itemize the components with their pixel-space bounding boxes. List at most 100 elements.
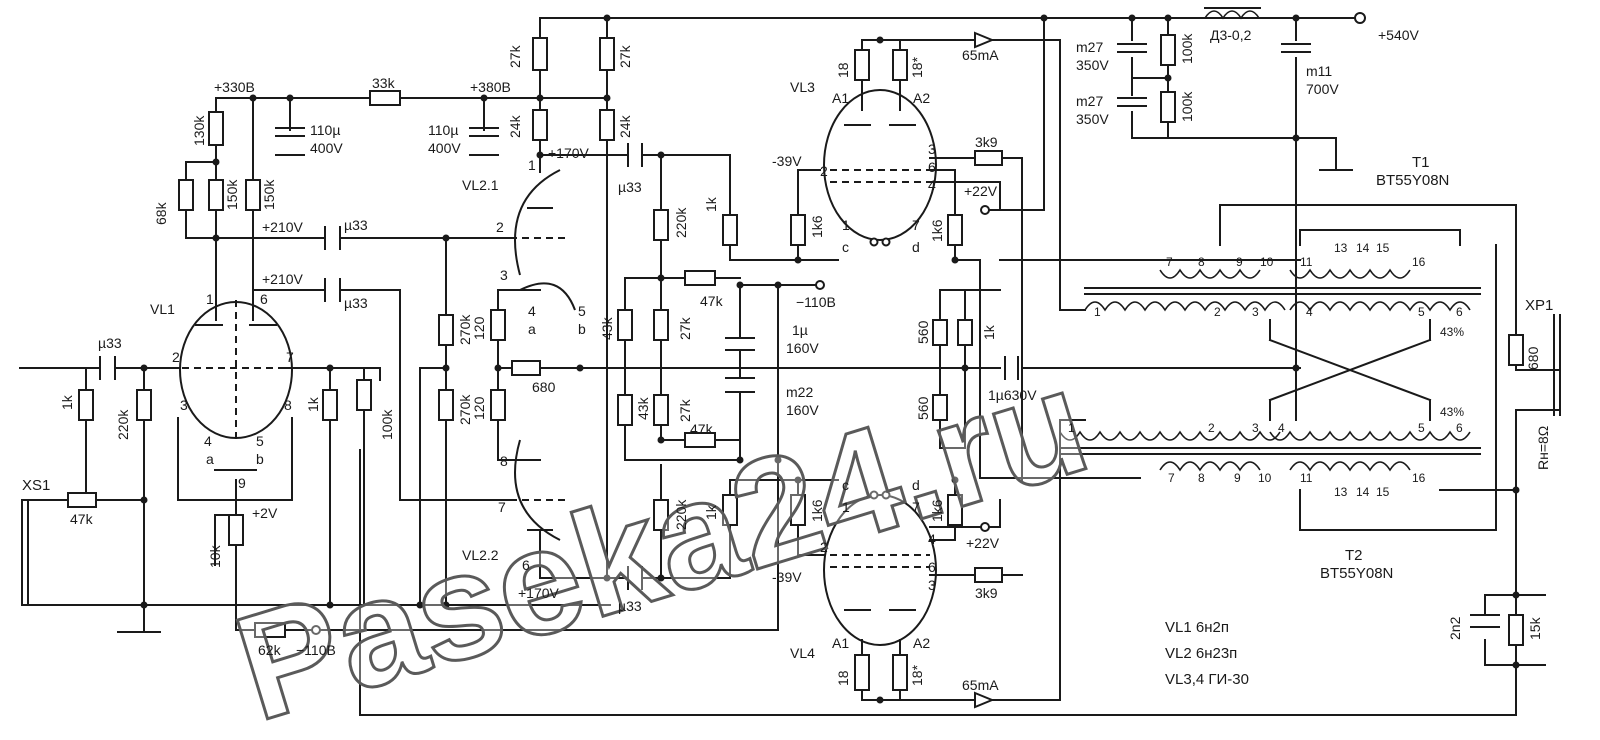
- label: m27: [1076, 93, 1103, 109]
- pin-label: 3: [1252, 305, 1259, 319]
- pin-label: 1: [842, 499, 850, 515]
- pin-label: 4: [204, 433, 212, 449]
- label: 24k: [617, 114, 633, 138]
- label: −110В: [796, 294, 836, 310]
- label: 1µ: [792, 322, 808, 338]
- label: 400V: [428, 140, 461, 156]
- legend-vl34: VL3,4 ГИ-30: [1165, 671, 1249, 688]
- label: 43k: [635, 396, 651, 420]
- pin-label: 3: [928, 577, 936, 593]
- label: 220k: [673, 499, 689, 530]
- label: T2: [1345, 547, 1363, 564]
- pin-label: 1: [842, 217, 850, 233]
- label: XP1: [1525, 297, 1553, 314]
- label: 160V: [786, 340, 819, 356]
- label: 18*: [909, 664, 925, 686]
- pin-label: 5: [1418, 305, 1425, 319]
- pin-label: 2: [172, 349, 180, 365]
- label: XS1: [22, 477, 50, 494]
- pin-numbers: 1 6 2 7 3 8 4 5 a b 9 1 2 3 4 5 a b 8 7 …: [172, 141, 1463, 593]
- pin-label: 15: [1376, 241, 1390, 255]
- pin-label: 8: [1198, 471, 1205, 485]
- pin-label: 8: [1198, 255, 1205, 269]
- pin-label: 7: [912, 217, 920, 233]
- label: 43%: [1440, 405, 1464, 419]
- label: 160V: [786, 402, 819, 418]
- pin-label: 7: [286, 349, 294, 365]
- label: VL2.1: [462, 177, 499, 193]
- label: 68k: [153, 201, 169, 225]
- label: 27k: [617, 44, 633, 68]
- label: BT55Y08N: [1320, 565, 1393, 582]
- pin-label: c: [842, 477, 849, 493]
- label: 1k: [981, 324, 997, 340]
- label: 65mA: [962, 47, 999, 63]
- label: 120: [471, 316, 487, 340]
- pin-label: 13: [1334, 241, 1348, 255]
- pin-label: 6: [928, 559, 936, 575]
- transformer-t1: [1084, 268, 1481, 312]
- pin-label: 4: [528, 303, 536, 319]
- label: Д3-0,2: [1210, 27, 1252, 43]
- pin-label: 1: [528, 157, 536, 173]
- pin-label: 5: [256, 433, 264, 449]
- label: m22: [786, 384, 813, 400]
- pin-label: 2: [820, 539, 828, 555]
- label: +210V: [262, 271, 304, 287]
- label: 120: [471, 396, 487, 420]
- label: A1: [832, 635, 849, 651]
- pin-label: 11: [1300, 255, 1313, 269]
- label: A1: [832, 90, 849, 106]
- label: 33k: [372, 75, 396, 91]
- label: Rн=8Ω: [1535, 426, 1551, 470]
- label: 680: [532, 379, 556, 395]
- label: 43k: [599, 316, 615, 340]
- pin-label: 10: [1258, 471, 1272, 485]
- label: -39V: [772, 153, 802, 169]
- label: 10k: [207, 544, 223, 568]
- pin-label: 10: [1260, 255, 1274, 269]
- label: 150k: [224, 179, 240, 210]
- label: 100k: [1179, 33, 1195, 64]
- label: 1k: [703, 196, 719, 212]
- junctions: [140, 14, 1520, 704]
- label: c: [842, 239, 849, 255]
- label: 1k: [305, 396, 321, 412]
- label: VL4: [790, 645, 815, 661]
- pin-label: 9: [1234, 471, 1241, 485]
- label: +22V: [966, 535, 1000, 551]
- label: 270k: [457, 394, 473, 425]
- label: µ33: [618, 598, 642, 614]
- label: +22V: [964, 183, 998, 199]
- pin-label: 7: [912, 499, 920, 515]
- labels: +330В 33k +380В +540V Д3-0,2 27k 27k 24k…: [22, 27, 1553, 693]
- label: 110µ: [428, 122, 458, 138]
- label: 100k: [1179, 91, 1195, 122]
- label: 24k: [507, 114, 523, 138]
- label: 350V: [1076, 57, 1109, 73]
- label: 150k: [261, 179, 277, 210]
- pin-label: 3: [928, 141, 936, 157]
- pin-label: 4: [1278, 421, 1285, 435]
- pin-label: 1: [1094, 305, 1101, 319]
- vl4-tube: [823, 494, 937, 646]
- pin-label: 14: [1356, 485, 1370, 499]
- pin-label: 8: [500, 453, 508, 469]
- label: 47k: [70, 511, 94, 527]
- pin-label: 11: [1300, 471, 1313, 485]
- capacitors: [99, 43, 1500, 628]
- pin-label: 6: [1456, 421, 1463, 435]
- pin-label: 7: [1166, 255, 1173, 269]
- pin-label: 15: [1376, 485, 1390, 499]
- label: 1k6: [929, 499, 945, 522]
- arrow-icon: [974, 31, 995, 49]
- label: 130k: [191, 115, 207, 146]
- label: 47k: [700, 293, 724, 309]
- label: 110µ: [310, 122, 340, 138]
- pin-label: 16: [1412, 471, 1426, 485]
- pin-label: 4: [928, 531, 936, 547]
- pin-label: 5: [1418, 421, 1425, 435]
- label: µ33: [344, 295, 368, 311]
- label: T1: [1412, 154, 1430, 171]
- label: 1k6: [809, 499, 825, 522]
